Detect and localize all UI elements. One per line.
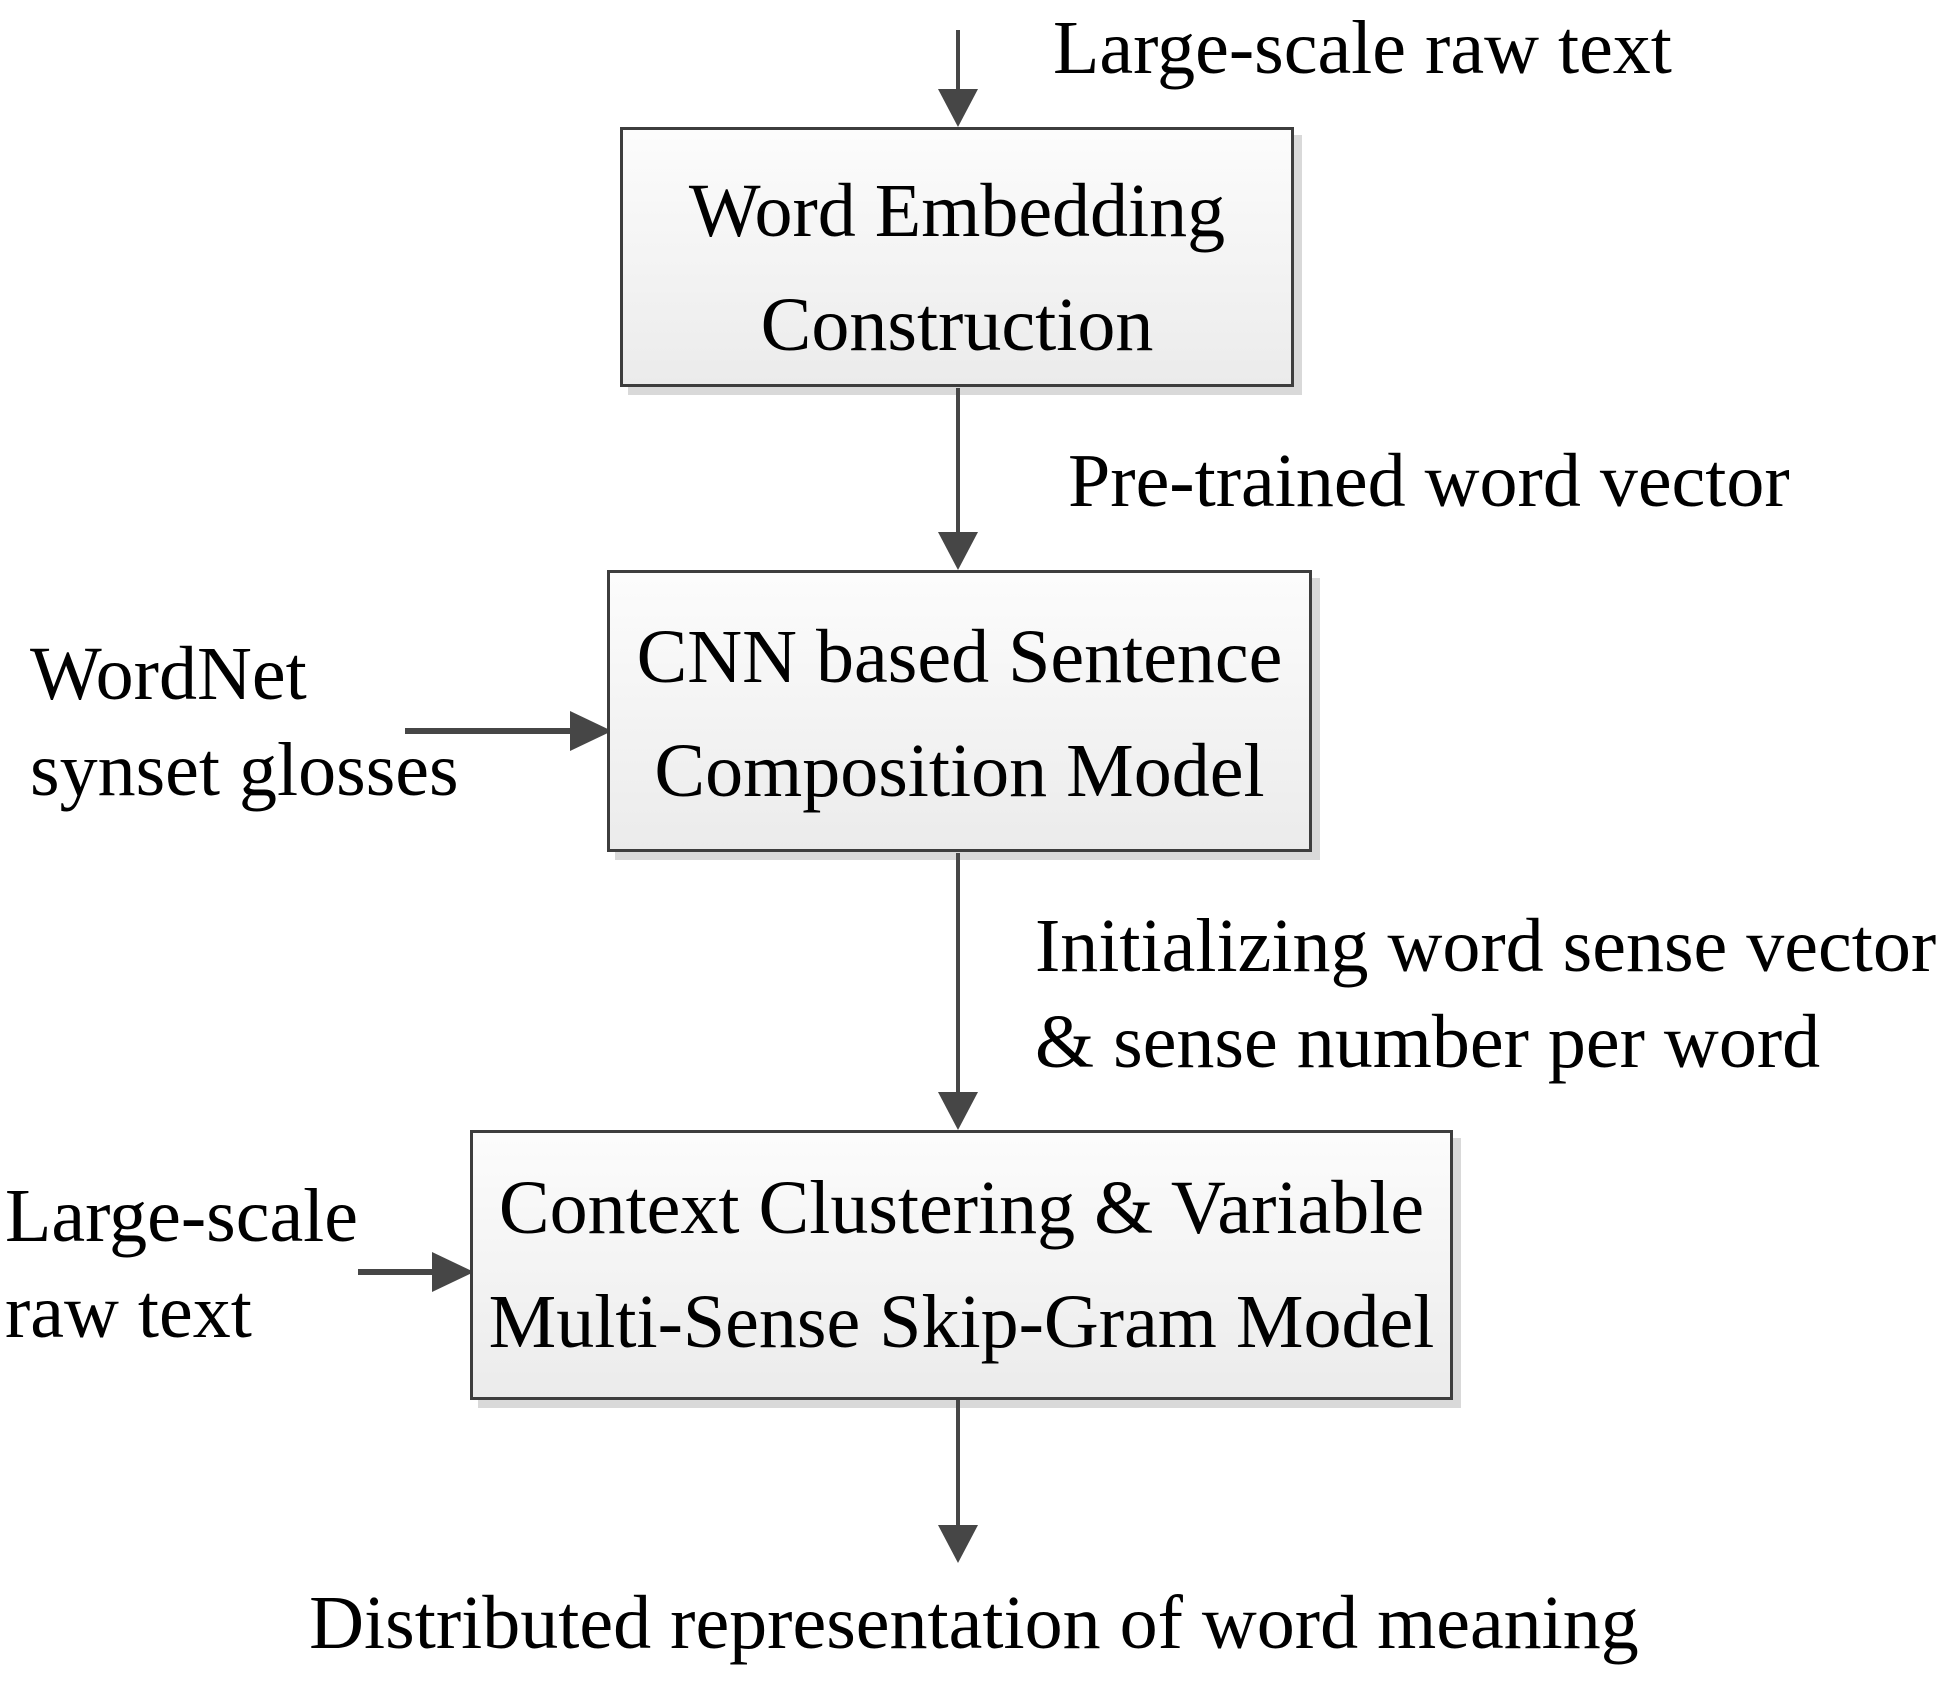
arrowhead-right-icon xyxy=(432,1252,474,1292)
box-text-line1: Word Embedding xyxy=(688,169,1226,253)
label-large-scale-raw-text-top: Large-scale raw text xyxy=(1053,6,1672,90)
label-initializing-word-sense-vector: Initializing word sense vector & sense n… xyxy=(1035,898,1936,1090)
label-distributed-representation-output: Distributed representation of word meani… xyxy=(309,1581,1639,1665)
arrowhead-down-icon xyxy=(938,532,978,570)
label-pre-trained-word-vector: Pre-trained word vector xyxy=(1068,439,1790,523)
arrow-shaft xyxy=(405,728,573,734)
box-text-line2: Multi-Sense Skip-Gram Model xyxy=(488,1280,1435,1364)
label-line2: raw text xyxy=(5,1270,252,1354)
label-line1: Large-scale xyxy=(5,1174,359,1258)
arrow-right-wordnet-to-cnn xyxy=(405,711,612,751)
label-large-scale-raw-text-left: Large-scale raw text xyxy=(5,1168,358,1360)
arrow-shaft xyxy=(956,853,960,1093)
box-text-line1: CNN based Sentence xyxy=(636,615,1283,699)
arrow-right-rawtext-to-context-clustering xyxy=(358,1252,474,1292)
box-text-line1: Context Clustering & Variable xyxy=(498,1166,1425,1250)
box-context-clustering-multi-sense-skip-gram: Context Clustering & Variable Multi-Sens… xyxy=(470,1130,1453,1400)
label-line2: synset glosses xyxy=(30,728,459,812)
arrowhead-right-icon xyxy=(570,711,612,751)
label-line1: WordNet xyxy=(30,632,307,716)
arrow-shaft xyxy=(956,1400,960,1526)
arrowhead-down-icon xyxy=(938,1092,978,1130)
arrow-shaft xyxy=(358,1269,435,1275)
arrowhead-down-icon xyxy=(938,1525,978,1563)
box-text-line2: Construction xyxy=(760,283,1154,367)
arrowhead-down-icon xyxy=(938,89,978,127)
box-cnn-sentence-composition-model: CNN based Sentence Composition Model xyxy=(607,570,1312,852)
box-word-embedding-construction: Word Embedding Construction xyxy=(620,127,1294,387)
box-text-line2: Composition Model xyxy=(654,729,1265,813)
label-wordnet-synset-glosses: WordNet synset glosses xyxy=(30,626,459,818)
label-line1: Initializing word sense vector xyxy=(1035,904,1937,988)
arrow-shaft xyxy=(956,30,960,90)
label-line2: & sense number per word xyxy=(1035,1000,1821,1084)
arrow-shaft xyxy=(956,388,960,533)
